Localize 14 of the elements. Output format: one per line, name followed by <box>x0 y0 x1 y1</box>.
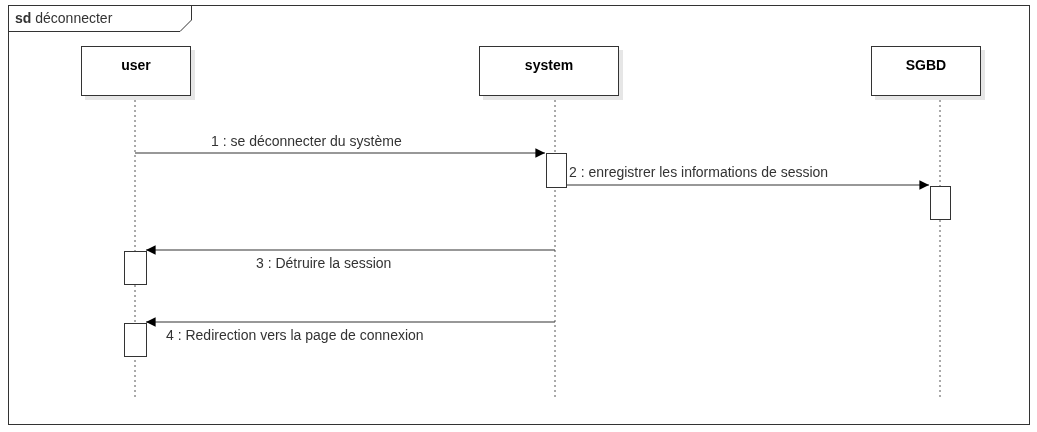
message-label: 2 : enregistrer les informations de session <box>568 164 830 180</box>
activation-bar <box>124 323 147 357</box>
message-arrow <box>145 317 556 327</box>
activation-bar <box>930 186 951 220</box>
message-arrow <box>565 180 930 190</box>
message-label: 4 : Redirection vers la page de connexion <box>165 327 425 343</box>
message-arrow <box>134 148 546 158</box>
message-label: 3 : Détruire la session <box>255 255 393 271</box>
message-label: 1 : se déconnecter du système <box>210 133 403 149</box>
message-arrow <box>145 245 556 255</box>
activation-bar <box>124 251 147 285</box>
frame-title: sd déconnecter <box>15 10 113 26</box>
activation-bar <box>546 153 567 188</box>
sequence-frame <box>8 5 1030 425</box>
